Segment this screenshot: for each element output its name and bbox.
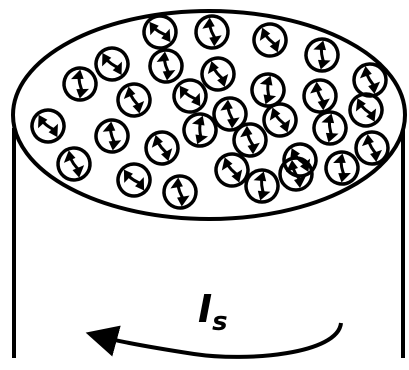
current-label: Is	[198, 287, 228, 337]
current-label-subscript: s	[212, 307, 227, 337]
current-label-main: I	[198, 287, 212, 331]
